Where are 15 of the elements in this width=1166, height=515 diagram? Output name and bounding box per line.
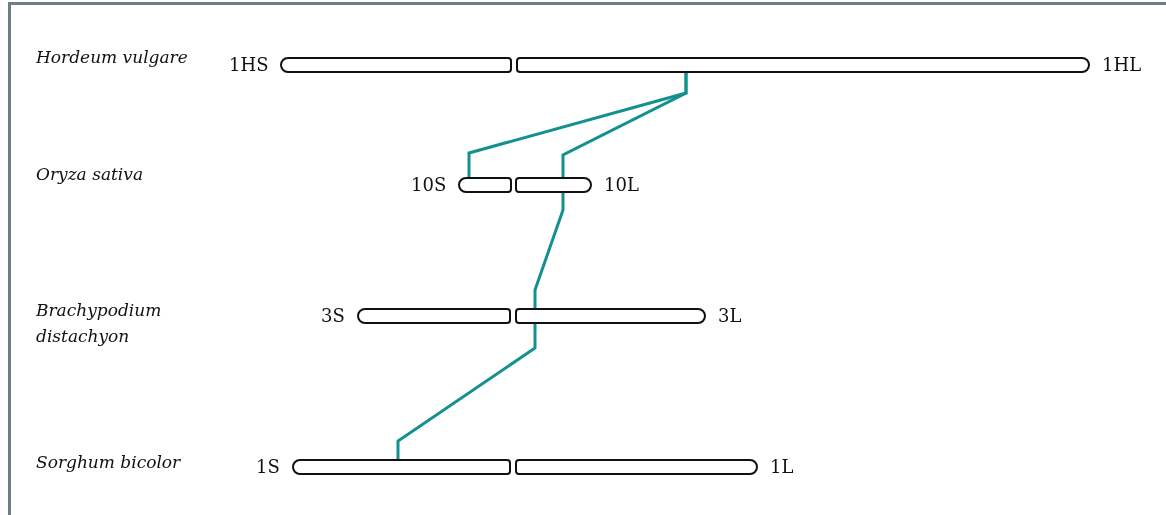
arm-label: 10L bbox=[604, 177, 639, 193]
species-label: Brachypodium distachyon bbox=[36, 299, 163, 348]
arm-label: 10S bbox=[411, 177, 447, 193]
arm-label: 1L bbox=[770, 459, 794, 475]
synteny-line bbox=[533, 193, 565, 308]
arm-label: 1HL bbox=[1102, 57, 1142, 73]
arm-label: 3L bbox=[718, 308, 742, 324]
species-label: Sorghum bicolor bbox=[36, 451, 182, 474]
synteny-line bbox=[561, 73, 688, 177]
synteny-line bbox=[396, 324, 537, 459]
species-label: Hordeum vulgare bbox=[36, 46, 189, 69]
species-label: Oryza sativa bbox=[36, 163, 145, 186]
arm-label: 1S bbox=[256, 459, 280, 475]
arm-label: 3S bbox=[321, 308, 345, 324]
arm-label: 1HS bbox=[229, 57, 269, 73]
